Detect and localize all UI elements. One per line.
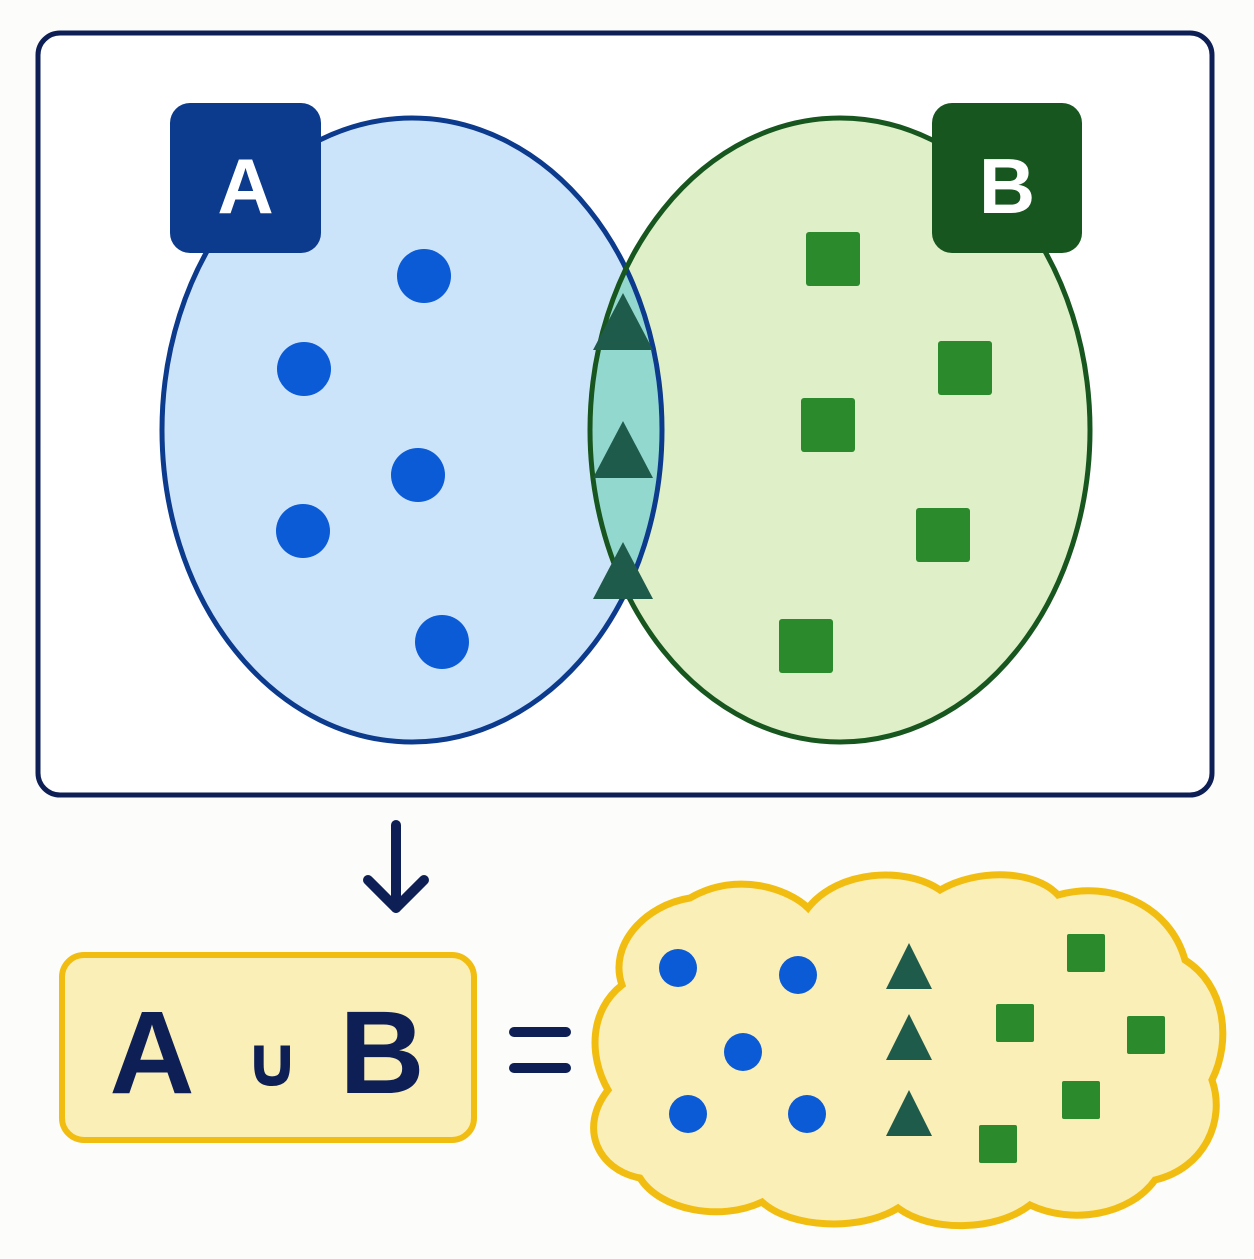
element-triangle (886, 1014, 932, 1060)
element-triangle (593, 421, 653, 478)
set-a-elements (276, 249, 469, 669)
element-circle (391, 448, 445, 502)
union-operator: ∪ (244, 1023, 301, 1101)
element-square (916, 508, 970, 562)
element-circle (779, 956, 817, 994)
set-a-circle (162, 118, 662, 742)
set-a-label: A (170, 103, 321, 253)
element-square (979, 1125, 1017, 1163)
element-square (806, 232, 860, 286)
element-triangle (886, 943, 932, 989)
element-circle (415, 615, 469, 669)
element-square (996, 1004, 1034, 1042)
set-b-label-text: B (979, 142, 1035, 230)
element-square (801, 398, 855, 452)
element-circle (659, 949, 697, 987)
element-square (779, 619, 833, 673)
element-circle (276, 504, 330, 558)
union-circles (659, 949, 826, 1133)
union-triangles (886, 943, 932, 1136)
element-square (1127, 1016, 1165, 1054)
element-triangle (886, 1090, 932, 1136)
intersection-elements (593, 293, 653, 599)
element-circle (724, 1033, 762, 1071)
element-square (1067, 934, 1105, 972)
equals-text: = (540, 1059, 541, 1061)
element-circle (788, 1095, 826, 1133)
down-arrow-icon (363, 820, 429, 913)
element-circle (397, 249, 451, 303)
element-triangle (593, 293, 653, 350)
element-triangle (593, 542, 653, 599)
union-left-operand: A (109, 987, 194, 1119)
union-expression: A ∪ B (59, 952, 477, 1143)
set-b-outline (587, 115, 1093, 745)
set-b-label: B (932, 103, 1082, 253)
union-squares (979, 934, 1165, 1163)
equals-sign (509, 1027, 571, 1073)
element-circle (277, 342, 331, 396)
set-a-label-text: A (217, 142, 273, 230)
set-b-elements (779, 232, 992, 673)
union-right-operand: B (339, 987, 424, 1119)
element-square (938, 341, 992, 395)
set-a-outline (159, 115, 665, 745)
element-circle (669, 1095, 707, 1133)
element-square (1062, 1081, 1100, 1119)
